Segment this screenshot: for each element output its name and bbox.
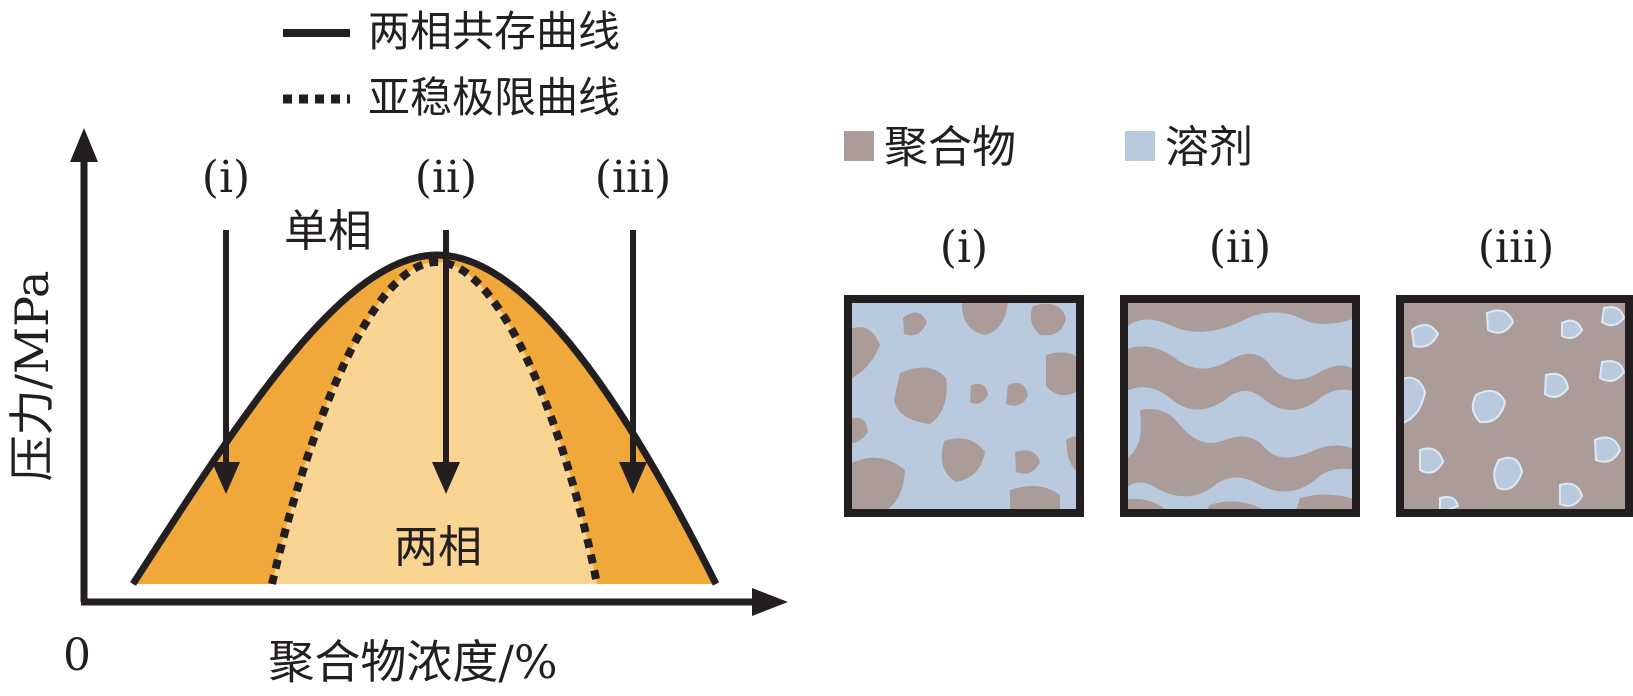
x-axis-label: 聚合物浓度/% xyxy=(268,635,557,689)
arrow-label-iii: (iii) xyxy=(595,152,672,203)
y-axis-arrowhead xyxy=(70,128,98,162)
panel-frame-ii xyxy=(1120,295,1360,517)
panel-label-i: (i) xyxy=(940,222,988,273)
y-axis-label: 压力/MPa xyxy=(5,271,59,482)
x-axis-arrowhead xyxy=(752,588,788,616)
spinodal-curve-legend-label: 亚稳极限曲线 xyxy=(368,73,620,122)
coexistence-curve xyxy=(130,251,720,586)
solvent-legend-swatch xyxy=(1125,131,1155,161)
phase-diagram: 压力/MPa 聚合物浓度/% 0 单相 两相 (i) (ii) (iii) xyxy=(5,128,788,689)
panel-frame-iii xyxy=(1396,295,1633,517)
morphology-panel-i: (i) xyxy=(844,222,1084,517)
arrow-label-ii: (ii) xyxy=(415,152,477,203)
single-phase-label: 单相 xyxy=(284,206,372,257)
origin-label: 0 xyxy=(63,630,91,681)
panel-label-ii: (ii) xyxy=(1209,222,1271,273)
coexistence-curve-legend-label: 两相共存曲线 xyxy=(368,7,620,56)
material-legend: 聚合物 溶剂 xyxy=(844,122,1253,173)
morphology-panel-ii: (ii) xyxy=(1120,222,1360,517)
quench-arrow-i: (i) xyxy=(202,152,250,494)
two-phase-label: 两相 xyxy=(394,522,482,573)
polymer-legend-label: 聚合物 xyxy=(884,122,1016,173)
solvent-legend-label: 溶剂 xyxy=(1165,122,1253,173)
spinodal-curve xyxy=(268,257,601,585)
panel-label-iii: (iii) xyxy=(1478,222,1555,273)
morphology-panel-iii: (iii) xyxy=(1396,222,1633,517)
line-legend: 两相共存曲线 亚稳极限曲线 xyxy=(283,7,620,122)
quench-arrow-iii: (iii) xyxy=(595,152,672,494)
quench-arrow-ii: (ii) xyxy=(415,152,477,494)
unstable-region xyxy=(272,262,597,584)
panel-frame-i xyxy=(844,295,1084,517)
polymer-legend-swatch xyxy=(844,131,874,161)
arrow-label-i: (i) xyxy=(202,152,250,203)
